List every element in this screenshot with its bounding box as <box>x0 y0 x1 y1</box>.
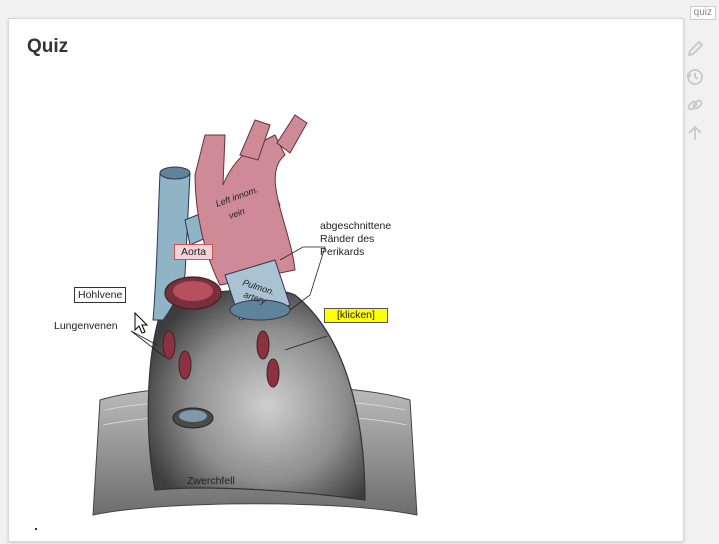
pencil-icon[interactable] <box>685 38 705 60</box>
pulmonary-vein-3 <box>256 330 270 360</box>
side-toolbar <box>685 38 705 150</box>
link-icon[interactable] <box>685 94 705 116</box>
cut-edges-label-1: abgeschnittene <box>320 220 392 232</box>
pulmonary-vein-4 <box>266 358 280 388</box>
aorta-label[interactable]: Aorta <box>174 244 214 260</box>
lungenvenen-label: Lungenvenen <box>54 320 118 332</box>
hohlvene-label[interactable]: Hohlvene <box>74 287 127 303</box>
click-hotspot-button[interactable]: [klicken] <box>324 308 388 323</box>
pulmonary-vein-2 <box>178 350 192 380</box>
mouse-cursor-icon <box>134 311 149 334</box>
cut-edges-label-2: Ränder des <box>320 233 375 245</box>
corner-tag: quiz <box>689 6 716 20</box>
leader-lines <box>130 246 328 358</box>
history-icon[interactable] <box>685 66 705 88</box>
zwerchfell-label: Zwerchfell <box>187 475 235 487</box>
heart-illustration: Left innom. vein Pulmon. artery <box>92 114 418 516</box>
pulmonary-vein-1 <box>162 330 176 360</box>
aortic-arch <box>194 134 296 286</box>
arrow-up-icon[interactable] <box>685 122 705 144</box>
page-title: Quiz <box>27 36 69 57</box>
stray-dot <box>35 528 37 530</box>
quiz-card: Quiz <box>8 18 684 542</box>
cut-edges-label-3: Perikards <box>320 246 365 258</box>
